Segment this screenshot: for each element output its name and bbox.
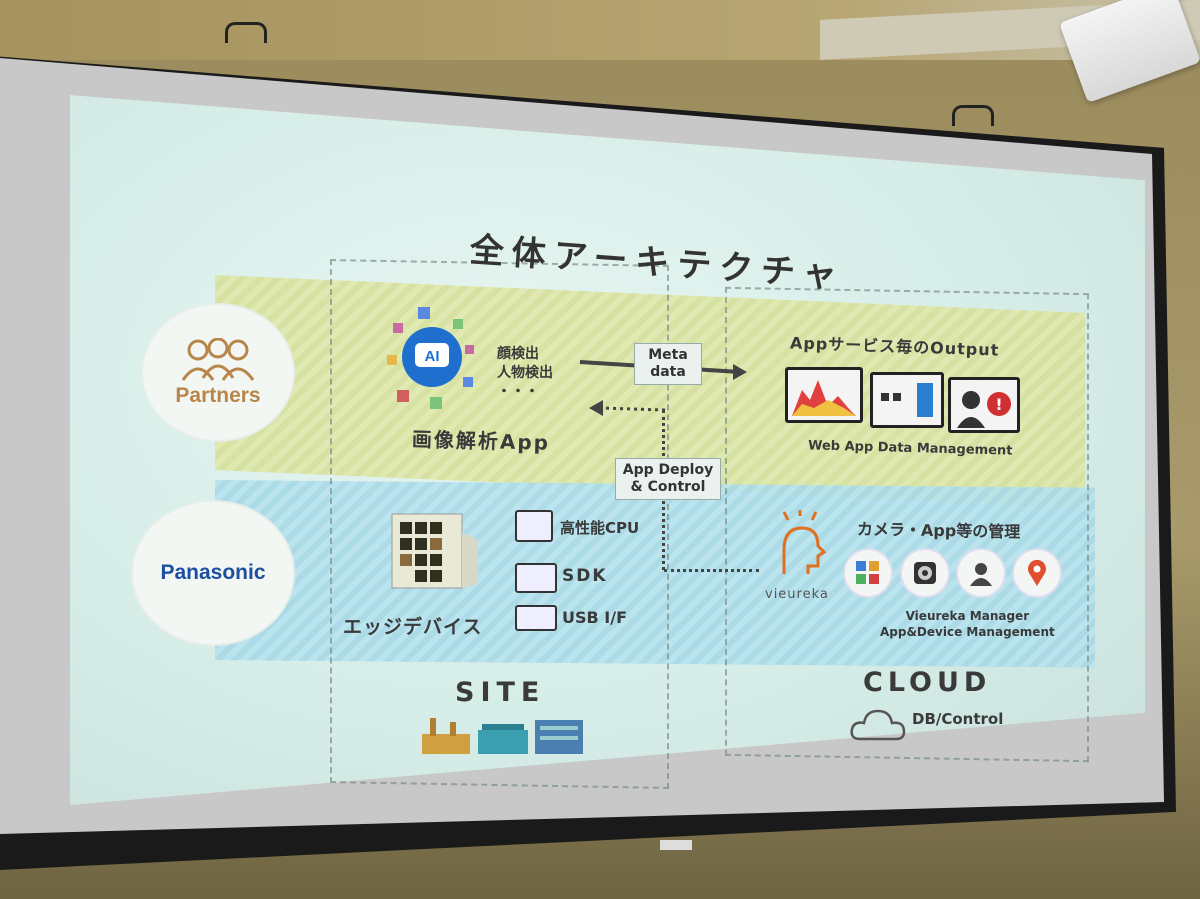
screen-hook-right bbox=[952, 105, 994, 126]
deploy-label-line: App Deploy bbox=[622, 462, 714, 478]
people-icon bbox=[181, 337, 255, 381]
detection-item: ・・・ bbox=[497, 384, 539, 400]
detection-item: 人物検出 bbox=[497, 365, 553, 381]
entry-monitor-icon bbox=[870, 372, 944, 428]
edge-device-name: エッジデバイス bbox=[343, 616, 483, 638]
meta-data-label: Meta data bbox=[634, 343, 702, 385]
screen-hook-left bbox=[225, 22, 267, 43]
vieureka-logo: vieureka bbox=[765, 587, 829, 602]
cloud-label: CLOUD bbox=[863, 667, 992, 698]
vieureka-caption: Vieureka Manager App&Device Management bbox=[880, 608, 1055, 640]
deploy-dotted-line-h bbox=[664, 569, 759, 572]
panasonic-logo: Panasonic bbox=[160, 561, 266, 584]
ai-app-icon: AI bbox=[387, 307, 474, 409]
feature-usb: USB I/F bbox=[562, 608, 628, 627]
cloud-icon bbox=[850, 709, 906, 741]
location-pin-icon bbox=[1014, 550, 1060, 596]
buildings-icon bbox=[422, 718, 583, 754]
toolbox-icon bbox=[515, 563, 557, 593]
feature-sdk: SDK bbox=[562, 566, 608, 586]
camera-icon bbox=[902, 550, 948, 596]
usb-icon bbox=[515, 605, 557, 631]
app-name: 画像解析App bbox=[411, 427, 551, 455]
vieureka-caption-line: App&Device Management bbox=[880, 625, 1055, 639]
vieureka-head-icon bbox=[782, 510, 827, 574]
alert-monitor-icon: ! bbox=[948, 377, 1020, 433]
ceiling-lamp bbox=[1059, 0, 1200, 103]
screen-brand-plate bbox=[660, 840, 692, 850]
detection-list: 顔検出 人物検出 ・・・ bbox=[497, 345, 553, 402]
partners-circle: Partners bbox=[143, 305, 293, 440]
meta-label-line: Meta bbox=[648, 347, 688, 363]
svg-text:!: ! bbox=[995, 395, 1002, 414]
cloud-db-label: DB/Control bbox=[912, 710, 1004, 728]
detection-item: 顔検出 bbox=[497, 346, 539, 362]
chart-monitor-icon bbox=[785, 367, 863, 423]
apps-icon bbox=[845, 550, 891, 596]
site-label: SITE bbox=[455, 677, 546, 708]
meta-label-line: data bbox=[650, 364, 686, 380]
app-deploy-label: App Deploy & Control bbox=[615, 458, 721, 500]
vieureka-title: カメラ・App等の管理 bbox=[856, 519, 1021, 542]
edge-device-icon bbox=[391, 513, 478, 589]
person-icon bbox=[958, 550, 1004, 596]
cpu-icon bbox=[515, 510, 553, 542]
partners-label: Partners bbox=[175, 383, 261, 407]
vieureka-caption-line: Vieureka Manager bbox=[905, 609, 1030, 623]
feature-cpu: 高性能CPU bbox=[560, 519, 640, 537]
ai-badge: AI bbox=[425, 348, 440, 365]
deploy-label-line: & Control bbox=[630, 479, 706, 495]
panasonic-circle: Panasonic bbox=[133, 502, 293, 644]
